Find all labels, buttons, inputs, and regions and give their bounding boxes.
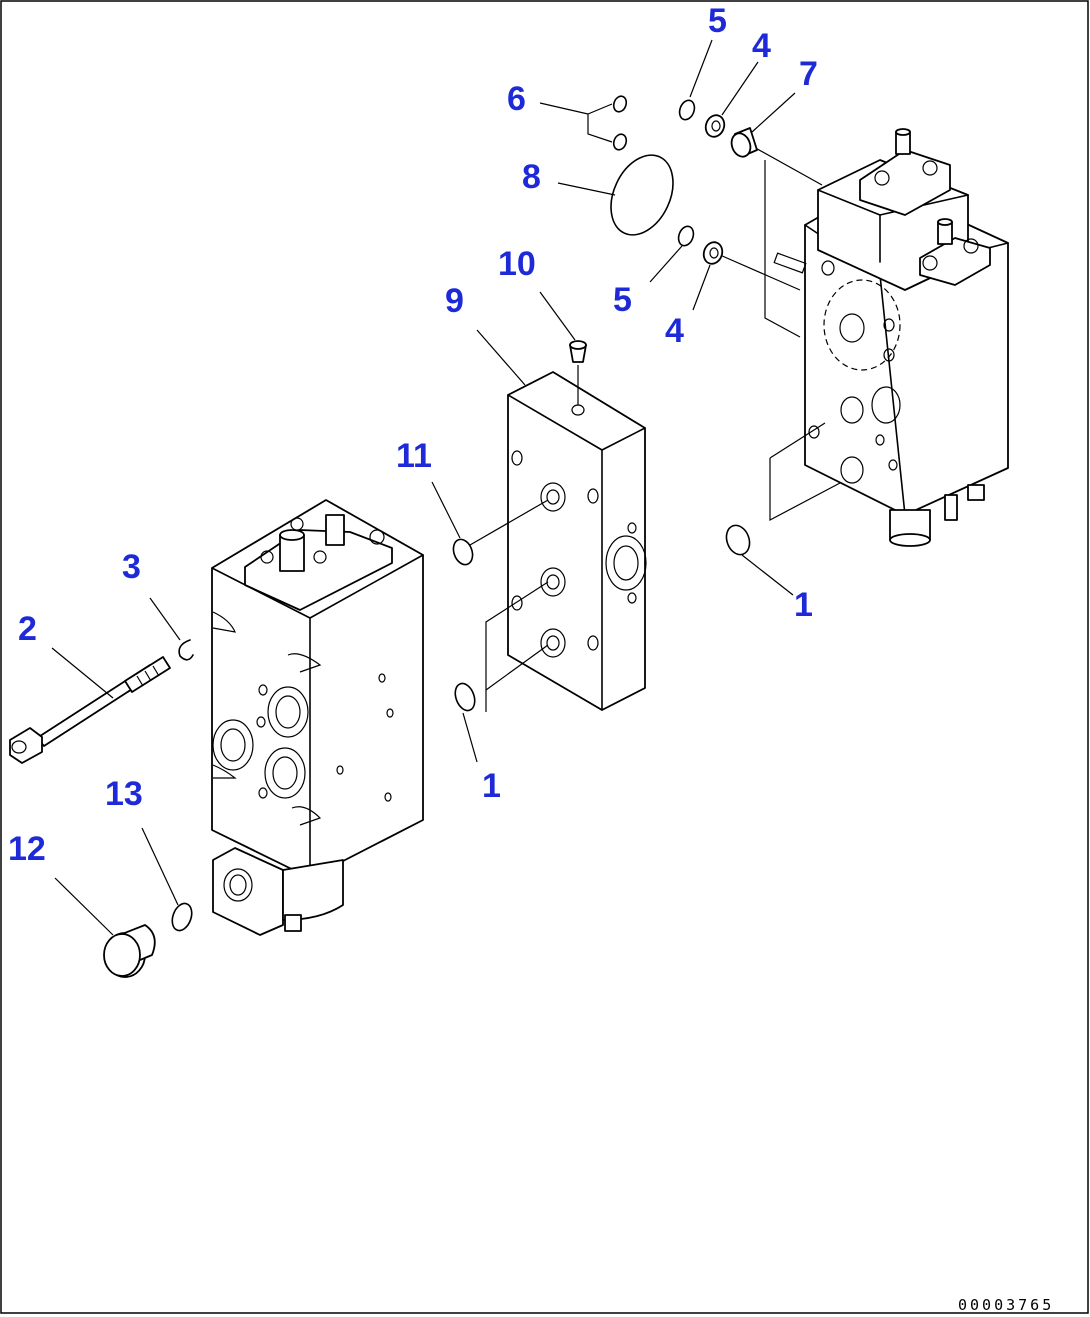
callout-labels: 5 4 7 6 8 10 9 5 4 11 1 3 2 1 13 12: [8, 2, 818, 868]
o-ring-11: [452, 538, 474, 566]
snap-ring-3: [178, 639, 194, 661]
callout-3: 3: [122, 548, 141, 586]
leader-lines: [51, 39, 796, 936]
plug-12: [103, 924, 156, 978]
callout-4-lower: 4: [665, 312, 684, 350]
o-ring-6a: [612, 95, 628, 113]
o-ring-1-right: [725, 524, 751, 556]
callout-6: 6: [507, 80, 526, 118]
callout-9: 9: [445, 282, 464, 320]
callout-10: 10: [498, 245, 536, 283]
callout-4-top: 4: [752, 27, 771, 65]
o-ring-6b: [612, 133, 628, 151]
o-ring-5-lower: [677, 225, 695, 247]
o-ring-13: [171, 902, 193, 932]
callout-11: 11: [396, 437, 432, 475]
callout-8: 8: [522, 158, 541, 196]
o-ring-5-upper: [678, 99, 696, 121]
right-valve-body: [719, 128, 1009, 547]
callout-13: 13: [105, 775, 143, 813]
document-number: 00003765: [958, 1296, 1054, 1314]
left-valve-body: [211, 499, 424, 936]
spacer-block-9: [507, 371, 647, 711]
fitting-10: [569, 340, 587, 363]
callout-5-top: 5: [708, 2, 727, 40]
callout-1-middle: 1: [482, 767, 501, 805]
small-parts: [9, 95, 758, 978]
fitting-4-lower: [702, 241, 724, 265]
o-ring-1-middle: [454, 682, 476, 712]
fitting-4-upper: [704, 114, 726, 138]
callout-2: 2: [18, 610, 37, 648]
callout-7: 7: [799, 55, 818, 93]
sleeve-7: [730, 127, 758, 158]
callout-5-lower: 5: [613, 281, 632, 319]
o-ring-8: [610, 154, 674, 236]
callout-12: 12: [8, 830, 46, 868]
callout-1-right: 1: [794, 586, 813, 624]
bolt-2: [9, 656, 171, 764]
